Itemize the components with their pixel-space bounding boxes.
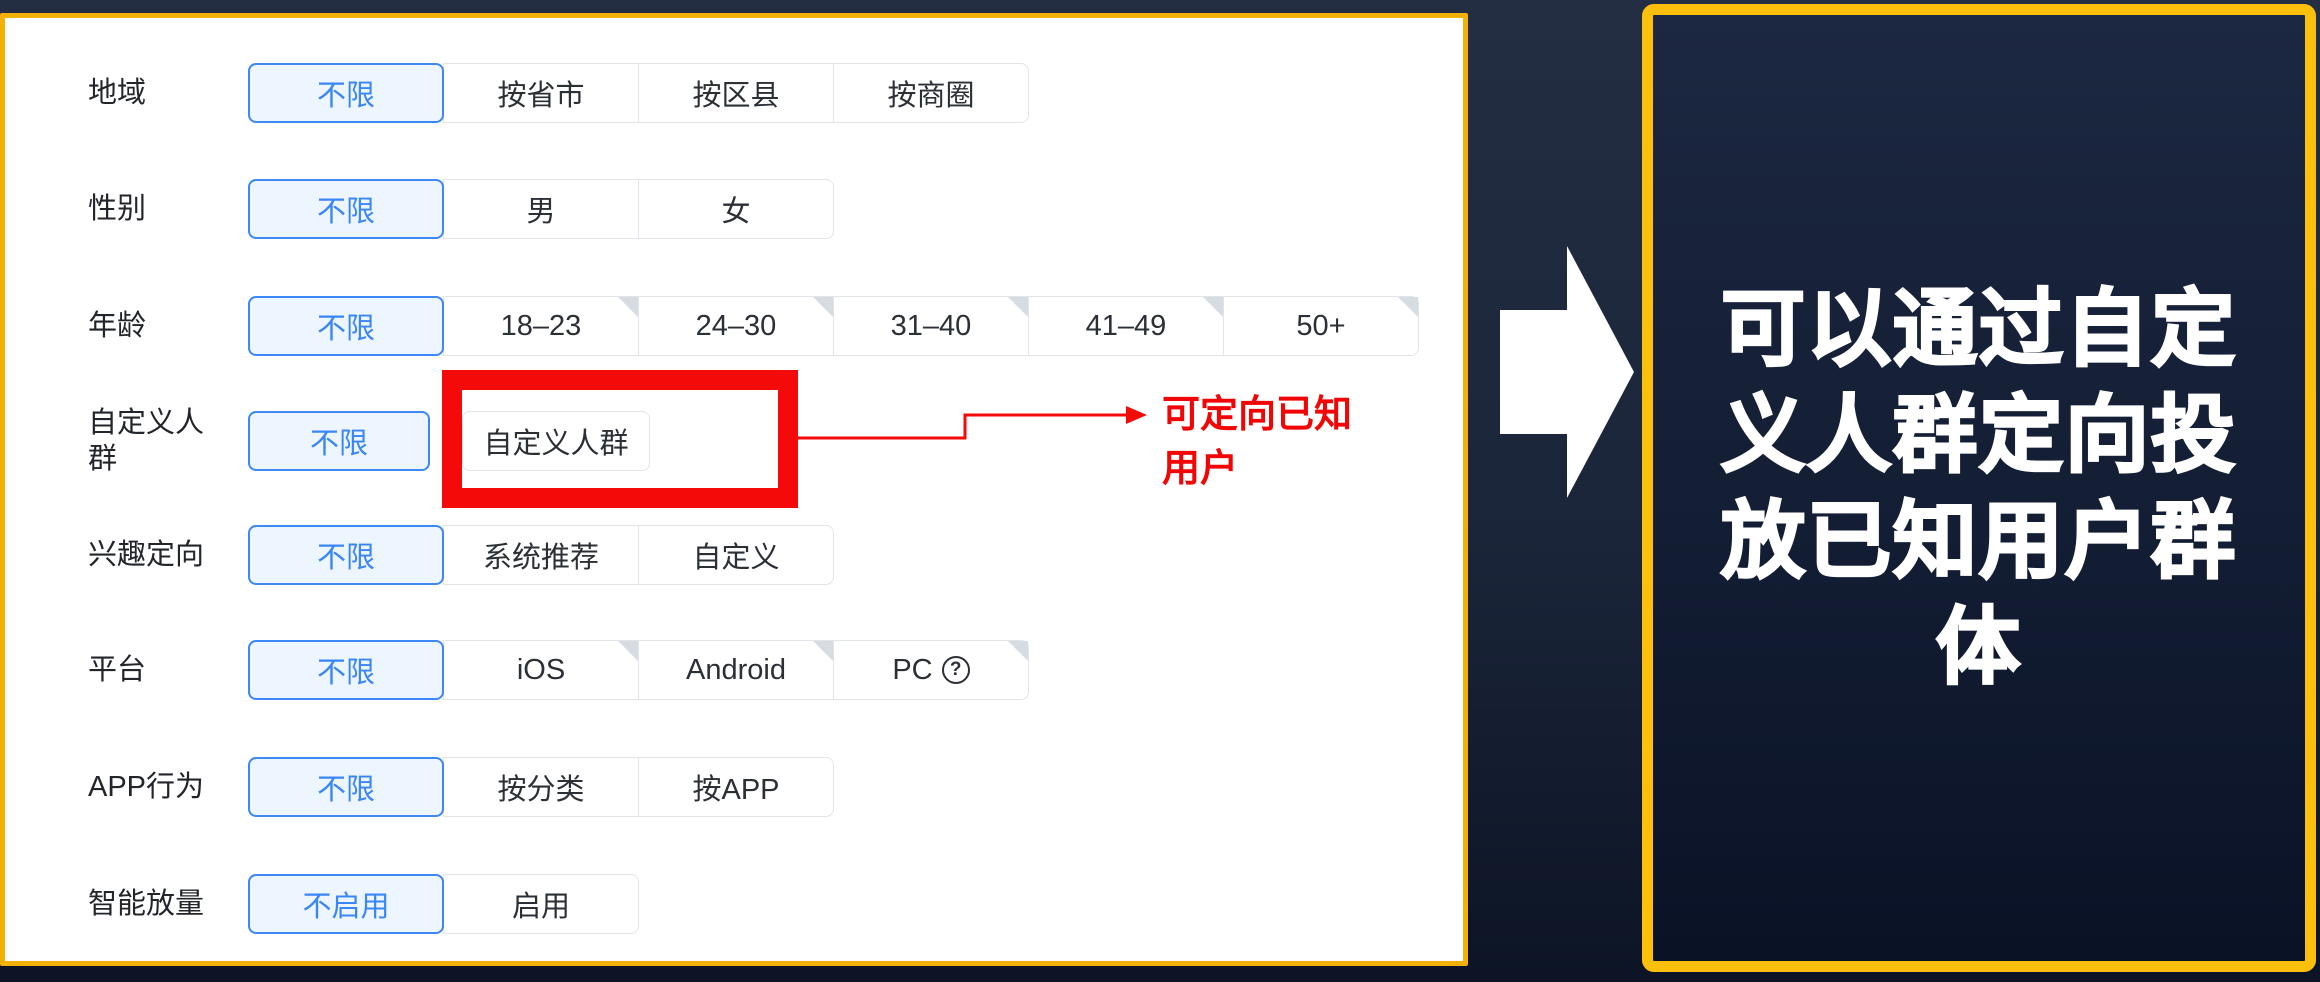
option-button[interactable]: 41–49 [1028,296,1224,356]
annotation-note: 可定向已知 用户 [1162,388,1352,496]
option-button[interactable]: PC? [833,640,1029,700]
targeting-row: 自定义人群 不限 自定义人群 [88,407,650,475]
targeting-row: 地域 不限 按省市 按区县 按商圈 [88,63,1029,123]
takeaway-panel: 可以通过自定 义人群定向投 放已知用户群 体 [1642,4,2316,972]
option-button[interactable]: 不启用 [248,874,444,934]
option-button[interactable]: 女 [638,179,834,239]
takeaway-line4: 体 [1935,599,2022,696]
option-label: 不限 [316,80,375,112]
option-button[interactable]: 不限 [248,179,444,239]
option-label: 自定义 [692,542,780,574]
option-button[interactable]: 不限 [248,640,444,700]
annotation-note-line2: 用户 [1162,448,1239,490]
corner-fold-icon [1398,297,1418,317]
option-label: 不限 [316,542,375,574]
option-label: 24–30 [695,309,777,342]
option-label: 按APP [692,774,780,806]
corner-fold-icon [813,641,833,661]
option-label: 启用 [511,891,570,923]
option-button[interactable]: 不限 [248,525,444,585]
option-label: 41–49 [1085,309,1167,342]
corner-fold-icon [618,297,638,317]
corner-fold-icon [618,641,638,661]
corner-fold-icon [1008,297,1028,317]
option-label: 男 [526,196,556,228]
takeaway-text: 可以通过自定 义人群定向投 放已知用户群 体 [1720,276,2237,700]
option-button[interactable]: 按商圈 [833,63,1029,123]
option-label: 按商圈 [887,80,975,112]
option-button[interactable]: 不限 [248,757,444,817]
row-label: 性别 [88,193,147,225]
option-label: 不启用 [302,891,390,923]
option-button[interactable]: Android [638,640,834,700]
row-label: 自定义人群 [88,407,205,475]
row-label: 地域 [88,77,147,109]
option-button[interactable]: 31–40 [833,296,1029,356]
option-button[interactable]: 按省市 [443,63,639,123]
option-label: 不限 [316,774,375,806]
corner-fold-icon [1008,641,1028,661]
corner-fold-icon [1203,297,1223,317]
help-question-icon[interactable]: ? [941,656,970,684]
targeting-row: 性别 不限 男 女 [88,179,834,239]
option-button[interactable]: 系统推荐 [443,525,639,585]
option-button[interactable]: 18–23 [443,296,639,356]
option-button[interactable]: 按APP [638,757,834,817]
option-label: 18–23 [500,309,582,342]
option-button[interactable]: 50+ [1223,296,1419,356]
takeaway-line3: 放已知用户群 [1720,493,2237,590]
option-button[interactable]: 按区县 [638,63,834,123]
option-button[interactable]: 启用 [443,874,639,934]
option-label: 系统推荐 [482,542,599,574]
row-label: 年龄 [88,310,147,342]
targeting-row: 智能放量 不启用 启用 [88,874,639,934]
corner-fold-icon [813,297,833,317]
block-arrow-icon [1500,246,1634,498]
option-label: Android [686,653,786,686]
targeting-row: 平台 不限 iOS Android PC? [88,640,1029,700]
row-label: APP行为 [88,771,205,803]
option-label: 不限 [316,313,375,345]
option-button[interactable]: 自定义 [638,525,834,585]
option-label: 31–40 [890,309,972,342]
option-label: 不限 [316,196,375,228]
option-button[interactable]: 不限 [248,411,430,471]
option-label: 自定义人群 [483,428,629,460]
option-label: iOS [516,653,566,686]
option-label: 不限 [316,657,375,689]
option-label: 50+ [1296,309,1346,342]
option-label: 按省市 [497,80,585,112]
option-label: 按区县 [692,80,780,112]
targeting-row: 年龄 不限 18–23 24–30 31–40 41–49 50+ [88,296,1419,356]
option-label: PC [892,653,933,686]
option-label: 女 [721,196,751,228]
takeaway-line1: 可以通过自定 [1720,281,2237,378]
option-button[interactable]: 按分类 [443,757,639,817]
option-button[interactable]: 不限 [248,63,444,123]
option-label: 按分类 [497,774,585,806]
option-label: 不限 [309,428,368,460]
option-button[interactable]: 男 [443,179,639,239]
option-button[interactable]: 不限 [248,296,444,356]
option-button[interactable]: 24–30 [638,296,834,356]
option-button[interactable]: 自定义人群 [462,411,650,471]
option-button[interactable]: iOS [443,640,639,700]
row-label: 平台 [88,654,147,686]
annotation-note-line1: 可定向已知 [1162,394,1353,436]
takeaway-line2: 义人群定向投 [1720,387,2237,484]
row-label: 兴趣定向 [88,539,205,571]
row-label: 智能放量 [88,888,205,920]
targeting-row: APP行为 不限 按分类 按APP [88,757,834,817]
targeting-row: 兴趣定向 不限 系统推荐 自定义 [88,525,834,585]
